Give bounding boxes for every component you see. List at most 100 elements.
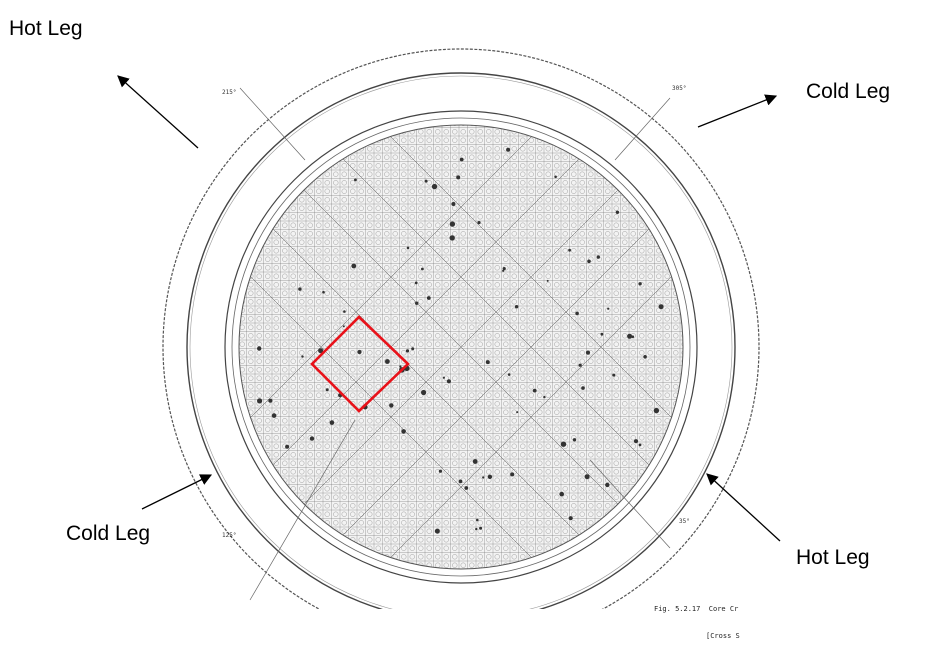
core-marker-dot [532,388,537,393]
core-marker-dot [257,346,262,351]
core-marker-dot [479,526,483,530]
core-marker-dot [357,349,362,355]
leg-arrows [117,75,781,542]
core-marker-dot [424,179,428,183]
core-marker-dot [502,269,505,272]
angle-label-215: 215° [222,89,236,96]
core-marker-dot [257,398,263,404]
core-marker-dot [414,281,418,285]
core-marker-dot [476,518,479,522]
core-marker-dot [631,335,635,339]
core-marker-dot [514,305,519,309]
core-marker-dot [487,474,493,479]
core-marker-dot [464,486,469,490]
core-boundary [238,124,684,570]
core-marker-dot [449,221,456,227]
core-marker-dot [354,178,357,182]
core-marker-dot [477,221,481,225]
core-marker-dot [658,304,664,310]
core-marker-dot [581,386,585,390]
core-marker-dot [434,528,440,534]
core-marker-dot [638,282,642,286]
core-marker-dot [318,348,324,354]
arrow-hot-leg-bottom-right [706,473,781,542]
core-marker-dot [507,373,511,376]
core-marker-dot [456,175,461,180]
core-marker-dot [643,355,647,359]
core-marker-dot [627,333,633,339]
core-marker-dot [587,259,591,264]
core-marker-dot [426,296,431,300]
core-marker-dot [415,301,419,305]
core-barrel-outer [224,110,698,584]
core-marker-dot [421,267,424,271]
core-marker-dot [485,360,490,365]
cold-leg-label-bottom-left: Cold Leg [66,522,151,545]
core-marker-dot [546,279,549,282]
core-marker-dot [421,389,427,396]
core-marker-dot [459,157,464,162]
core-marker-dot [638,443,642,447]
core-marker-dot [449,235,455,241]
core-marker-dot [633,439,639,444]
angle-label-125: 125° [222,532,236,539]
core-marker-dot [600,332,604,336]
hot-leg-label-bottom-right: Hot Leg [796,546,870,569]
core-marker-dot [554,175,557,179]
hot-leg-label-top-left: Hot Leg [9,17,83,40]
core-marker-dot [502,267,506,271]
highlighted-assembly-marker [310,315,410,413]
core-marker-dot [605,482,610,488]
vessel-outer-ring [162,48,760,646]
core-marker-dot [451,202,456,206]
core-marker-dot [510,472,515,477]
radial-reference-lines [239,87,671,601]
core-marker-dot [406,246,410,250]
core-marker-dot [458,479,463,484]
figure-caption: Fig. 5.2.17 Core Cr [Cross S [654,587,740,659]
core-fuel-grid [239,125,683,569]
core-marker-dot [446,379,451,384]
core-marker-dot [309,436,315,441]
figure-caption-line-1: Fig. 5.2.17 Core Cr [654,605,739,613]
core-marker-dot [585,350,591,355]
angle-label-305: 305° [672,85,686,92]
core-marker-dot [653,407,660,414]
core-marker-dot [351,263,357,269]
core-marker-dot [575,311,579,316]
core-marker-dot [271,413,277,418]
core-marker-dot [322,290,325,294]
angle-label-35: 35° [679,518,690,525]
core-marker-dot [405,349,410,353]
core-marker-dot [516,411,519,414]
core-marker-dot [285,444,290,449]
core-cross-section-diagram: 215° 305° 125° 35° Hot Leg Cold Leg Cold… [9,17,891,646]
core-marker-dot [472,459,478,464]
cold-leg-label-top-right: Cold Leg [806,80,891,103]
arrow-cold-leg-top-right [697,94,778,128]
core-marker-dot [506,147,511,152]
core-marker-dot [399,365,402,368]
core-marker-dot [543,395,546,399]
core-marker-dot [411,347,415,351]
core-marker-dot [389,403,394,408]
core-marker-dot [568,516,573,521]
core-marker-dot [401,429,406,434]
core-marker-dot [343,310,346,313]
core-marker-dot [559,491,564,497]
core-barrel-inner [231,117,691,577]
core-marker-dot [268,398,273,403]
core-marker-dot [596,255,600,259]
core-marker-dot [482,476,485,479]
core-marker-dot [342,325,345,328]
core-marker-dot [607,307,610,310]
reactor-vessel-drawing: 215° 305° 125° 35° [117,48,781,646]
core-marker-dot [568,248,571,252]
core-marker-dot [572,438,577,442]
arrow-hot-leg-top-left [117,75,199,149]
core-marker-dot [475,527,478,531]
core-marker-dot [301,355,304,358]
core-marker-dot [385,359,390,364]
figure-caption-line-2: [Cross S [706,632,740,640]
core-marker-dot [325,388,329,392]
